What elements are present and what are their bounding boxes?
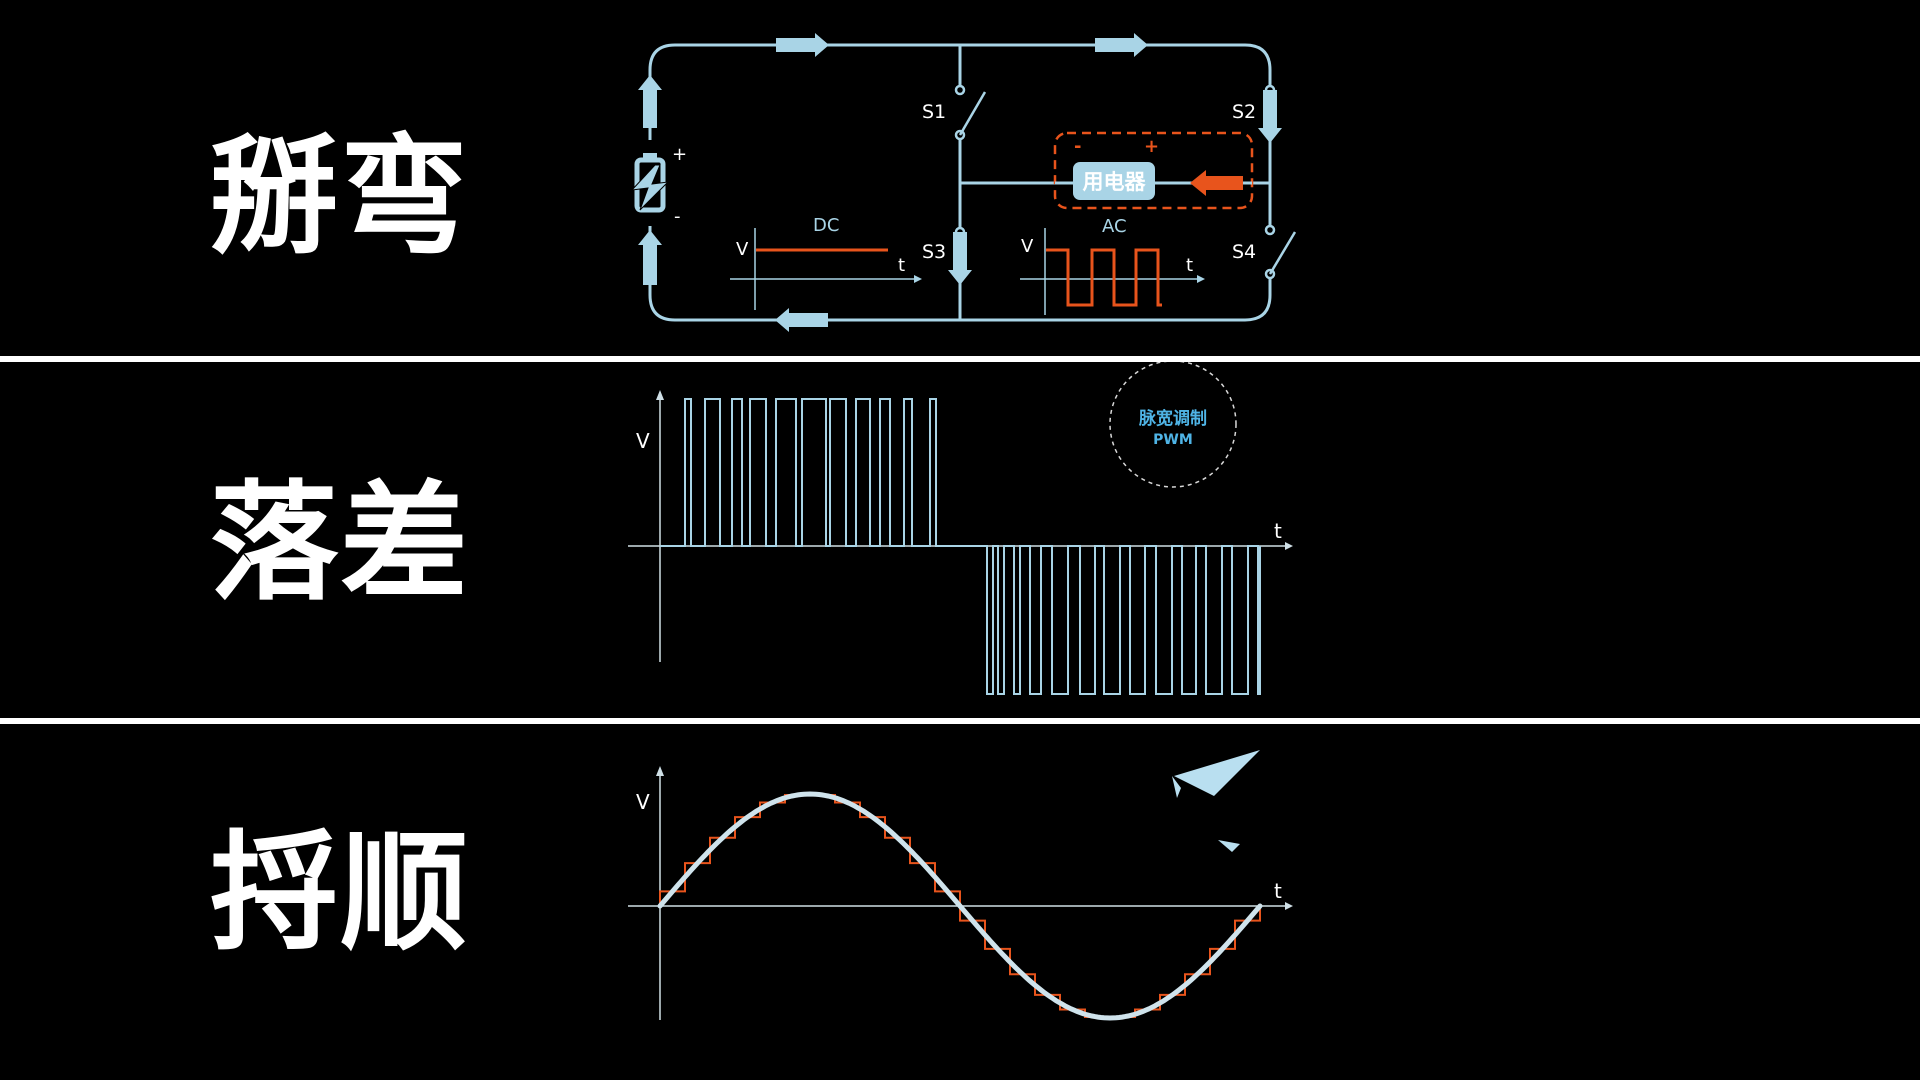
load-box: 用电器 - + (1053, 131, 1254, 210)
row-title-1: 掰弯 (210, 123, 471, 272)
ac-graph-label: AC (1102, 216, 1127, 237)
load-minus-label: - (1074, 136, 1081, 157)
battery-plus-label: + (672, 144, 687, 165)
pwm-graph: V t 脉宽调制 PWM (628, 362, 1293, 695)
switch-s2-label: S2 (1232, 101, 1256, 123)
ac-square-wave (1046, 248, 1162, 307)
load-plus-label: + (1144, 136, 1159, 157)
load-arrow-icon (1190, 170, 1243, 196)
switch-s1-label: S1 (922, 101, 946, 123)
ac-graph: AC V t (1020, 216, 1205, 315)
switch-s4-label: S4 (1232, 241, 1256, 263)
switch-s4: S4 (1232, 224, 1297, 280)
dc-x-axis-label: t (898, 255, 905, 276)
divider-2 (0, 718, 1920, 724)
pwm-badge: 脉宽调制 PWM (1109, 362, 1237, 488)
dc-graph: DC V t (730, 215, 922, 310)
battery-minus-label: - (674, 206, 681, 227)
row-title-3: 捋顺 (210, 819, 471, 968)
pwm-positive-pulses (660, 398, 985, 547)
divider-1 (0, 356, 1920, 362)
load-label: 用电器 (1083, 170, 1147, 194)
panel-pwm: 落差 V t 脉宽调制 PWM (0, 362, 1920, 718)
circuit-diagram: S1 S3 S2 S4 (630, 33, 1297, 332)
ac-y-axis-label: V (1021, 236, 1034, 257)
dc-graph-label: DC (813, 215, 839, 236)
sine-wave-curve (657, 791, 1263, 1021)
pwm-negative-pulses (960, 545, 1261, 695)
switch-s1: S1 (922, 84, 987, 141)
pwm-y-axis-label: V (636, 429, 650, 453)
sine-graph: V t (628, 750, 1293, 1021)
pwm-badge-title: 脉宽调制 (1138, 408, 1207, 429)
pwm-badge-subtitle: PWM (1153, 432, 1193, 448)
sine-x-axis-label: t (1274, 879, 1282, 903)
shard-icon (1172, 750, 1260, 852)
sine-y-axis-label: V (636, 790, 650, 814)
ac-x-axis-label: t (1186, 255, 1193, 276)
battery-icon: + - (630, 144, 687, 227)
dc-y-axis-label: V (736, 239, 749, 260)
switch-s3-label: S3 (922, 241, 946, 263)
panel-inverter-circuit: 掰弯 S1 S3 S2 (0, 0, 1920, 356)
current-arrow-icon (638, 33, 1282, 332)
panel-sine: 捋顺 V t (0, 724, 1920, 1080)
pwm-x-axis-label: t (1274, 519, 1282, 543)
row-title-2: 落差 (210, 469, 471, 618)
circuit-outer-loop (648, 43, 1272, 322)
